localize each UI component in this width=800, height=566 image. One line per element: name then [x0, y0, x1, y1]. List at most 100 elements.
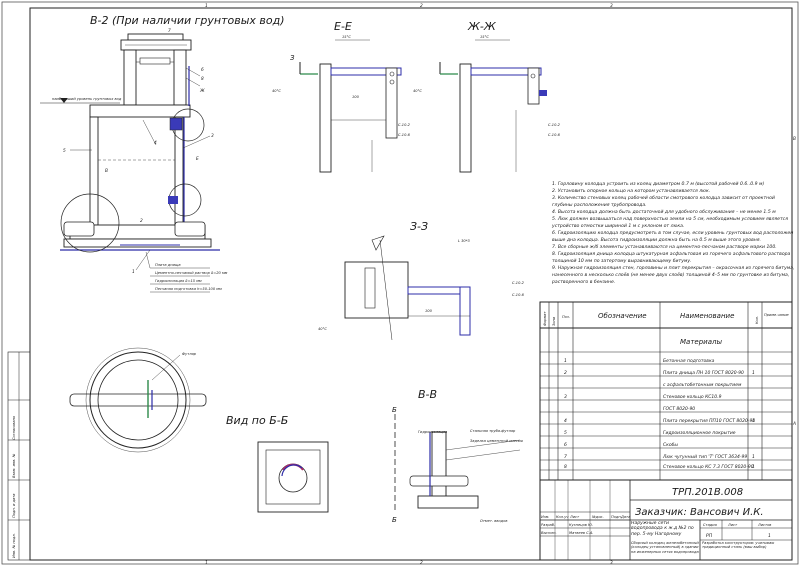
- tb-role: Дата: [620, 515, 630, 519]
- dim-label: 15°С: [480, 35, 489, 39]
- spec-header: Обозначение: [598, 312, 647, 320]
- view-bb: Вид по Б-Б: [226, 414, 329, 513]
- view-title: В-В: [418, 388, 437, 401]
- margin-stamp: Взам. инв. №: [12, 453, 16, 478]
- frame-number: 3: [610, 3, 613, 9]
- frame-number: 3: [610, 560, 613, 566]
- callout-number: 7: [168, 28, 171, 34]
- dim-label: 40°С: [413, 89, 422, 93]
- dim-label: 40°С: [272, 89, 281, 93]
- title-block: ТРП.201В.008 Заказчик: Вансович И.К. Изм…: [539, 479, 793, 561]
- view-title: Ж-Ж: [467, 20, 497, 33]
- margin-stamp: Инв. № подл.: [12, 533, 16, 558]
- spec-name: Плита перекрытия ПП10 ГОСТ 8020-90: [663, 418, 755, 424]
- frame-number: 2: [420, 560, 423, 566]
- callout-number: 2: [140, 218, 143, 224]
- frame-number: 2: [420, 3, 423, 9]
- note-line: растворенного в бензине.: [551, 279, 615, 285]
- callout-number: 6: [201, 67, 204, 73]
- margin-stamp: Подп. и дата: [12, 494, 16, 518]
- spec-name: ГОСТ 8020-90: [663, 406, 695, 412]
- stage-label: Стадия: [703, 523, 718, 527]
- spec-name: Плита днища ПН 10 ГОСТ 8020-90: [663, 370, 744, 376]
- spec-name: Скобы: [663, 442, 678, 448]
- spec-name: Стеновое кольцо КС 7.3 ГОСТ 8020-90: [663, 464, 754, 470]
- spec-header: Формат: [543, 311, 547, 326]
- tb-role: №док.: [591, 515, 604, 519]
- org-name: Разработка конструкторов: учитываю тради…: [702, 541, 775, 550]
- inner-frame: [29, 7, 793, 561]
- section-mark: З: [290, 54, 295, 62]
- spec-pos: 3: [564, 394, 567, 400]
- dim-label: С-10-2: [548, 123, 561, 127]
- dim-label: 15°С: [342, 35, 351, 39]
- dim-label: 100: [352, 95, 360, 99]
- tb-role: Подп.: [611, 515, 622, 519]
- spec-pos: 4: [564, 418, 567, 424]
- note-line: 6. Гидроизоляцию колодца предусмотреть в…: [552, 230, 793, 236]
- view-v2: В-2 (При наличии грунтовых вод): [40, 14, 285, 293]
- section-mark: Б: [392, 516, 397, 524]
- note-line: 2. Установить опорное кольцо на котором …: [552, 188, 710, 194]
- layer-label: Гидроизоляция δ=15 мм: [155, 279, 202, 283]
- note-line: толщиной 10 мм по затертому выравнивающе…: [552, 258, 692, 264]
- note-line: выше дна колодца. Высота гидроизоляции д…: [552, 237, 761, 243]
- spec-header: Наименование: [680, 312, 734, 320]
- callout-number: 3: [211, 133, 214, 139]
- plan-label: Футляр: [182, 352, 197, 356]
- note-line: 1. Горловину колодца устроить из колец д…: [552, 181, 764, 187]
- note-line: устройство отмостки шириной 1 м с уклоно…: [551, 223, 684, 229]
- spec-name: Люк чугунный тип 'Т' ГОСТ 3634-99: [662, 454, 747, 460]
- spec-header: Приме-чание: [764, 313, 790, 317]
- view-vv: В-В Б Б Гидроизоляция Стальная труба-фут…: [392, 388, 523, 524]
- view-title: Е-Е: [334, 20, 352, 33]
- spec-name: Стеновое кольцо КС10.9: [663, 394, 722, 400]
- dim-label: С-10-6: [512, 293, 525, 297]
- spec-qty: 1: [752, 370, 755, 376]
- view-title: В-2 (При наличии грунтовых вод): [90, 14, 285, 27]
- plan-view: Футляр: [69, 347, 207, 453]
- callout-letter: В: [105, 168, 108, 174]
- layer-label: Плита днища: [155, 263, 181, 267]
- tb-person-role: Выполн.: [541, 531, 557, 535]
- callout-letter: Ж: [199, 88, 205, 94]
- callout-number: 1: [132, 269, 135, 275]
- note-line: 3. Количество стеновых колец рабочей обл…: [552, 195, 775, 201]
- note-line: 5. Люк должен возвышаться над поверхност…: [552, 216, 788, 222]
- spec-pos: 5: [564, 430, 567, 436]
- layer-label: Цементно-песчаный раствор δ=20 мм: [155, 271, 228, 275]
- spec-qty: 1: [752, 464, 755, 470]
- doc-code: ТРП.201В.008: [672, 487, 743, 498]
- spec-pos: 8: [564, 464, 567, 470]
- callout-letter: Е: [196, 156, 199, 162]
- note-line: 4. Высота колодца должна быть достаточно…: [552, 209, 776, 215]
- general-notes: 1. Горловину колодца устроить из колец д…: [551, 181, 795, 285]
- spec-name: с асфальтобетонным покрытием: [663, 382, 742, 388]
- gw-level-label: наибольший уровень грунтовых вод: [52, 97, 122, 101]
- left-margin-stamps: Согласовано Взам. инв. № Подп. и дата Ин…: [7, 351, 31, 561]
- view-title: Вид по Б-Б: [226, 414, 288, 427]
- view-title: З-З: [410, 220, 428, 233]
- frame-number: 1: [205, 3, 208, 9]
- frame-letter: A: [792, 421, 796, 427]
- vv-label: Отмет. вводов: [480, 519, 507, 523]
- spec-qty: 1: [752, 418, 755, 424]
- spec-pos: 2: [564, 370, 567, 376]
- view-zz: З-З L 30*3 С-10-2 С-10-6 100 40°С: [318, 220, 525, 341]
- org-box: Разработка конструкторов: учитываю тради…: [702, 541, 775, 550]
- note-line: 7. Все сборные ж/б элементы устанавливаю…: [552, 244, 777, 250]
- vv-label: Гидроизоляция: [418, 430, 448, 434]
- dim-label: 100: [425, 309, 433, 313]
- note-line: 9. Наружная гидроизоляция стен, горловин…: [552, 265, 795, 271]
- spec-name: Гидроизоляционное покрытие: [663, 430, 736, 436]
- stage-value: РП: [706, 533, 713, 539]
- sheets-label: Листов: [757, 523, 771, 527]
- vv-label: Заделка цементной смесью: [470, 439, 523, 443]
- tb-person-name: Кузнецов Ю.: [569, 523, 593, 527]
- note-line: 8. Гидроизоляция днища колодца штукатурн…: [552, 251, 791, 257]
- callout-number: 5: [63, 148, 66, 154]
- spec-pos: 1: [564, 358, 567, 364]
- sheets-value: 1: [768, 533, 771, 539]
- tb-role: Изм.: [541, 515, 549, 519]
